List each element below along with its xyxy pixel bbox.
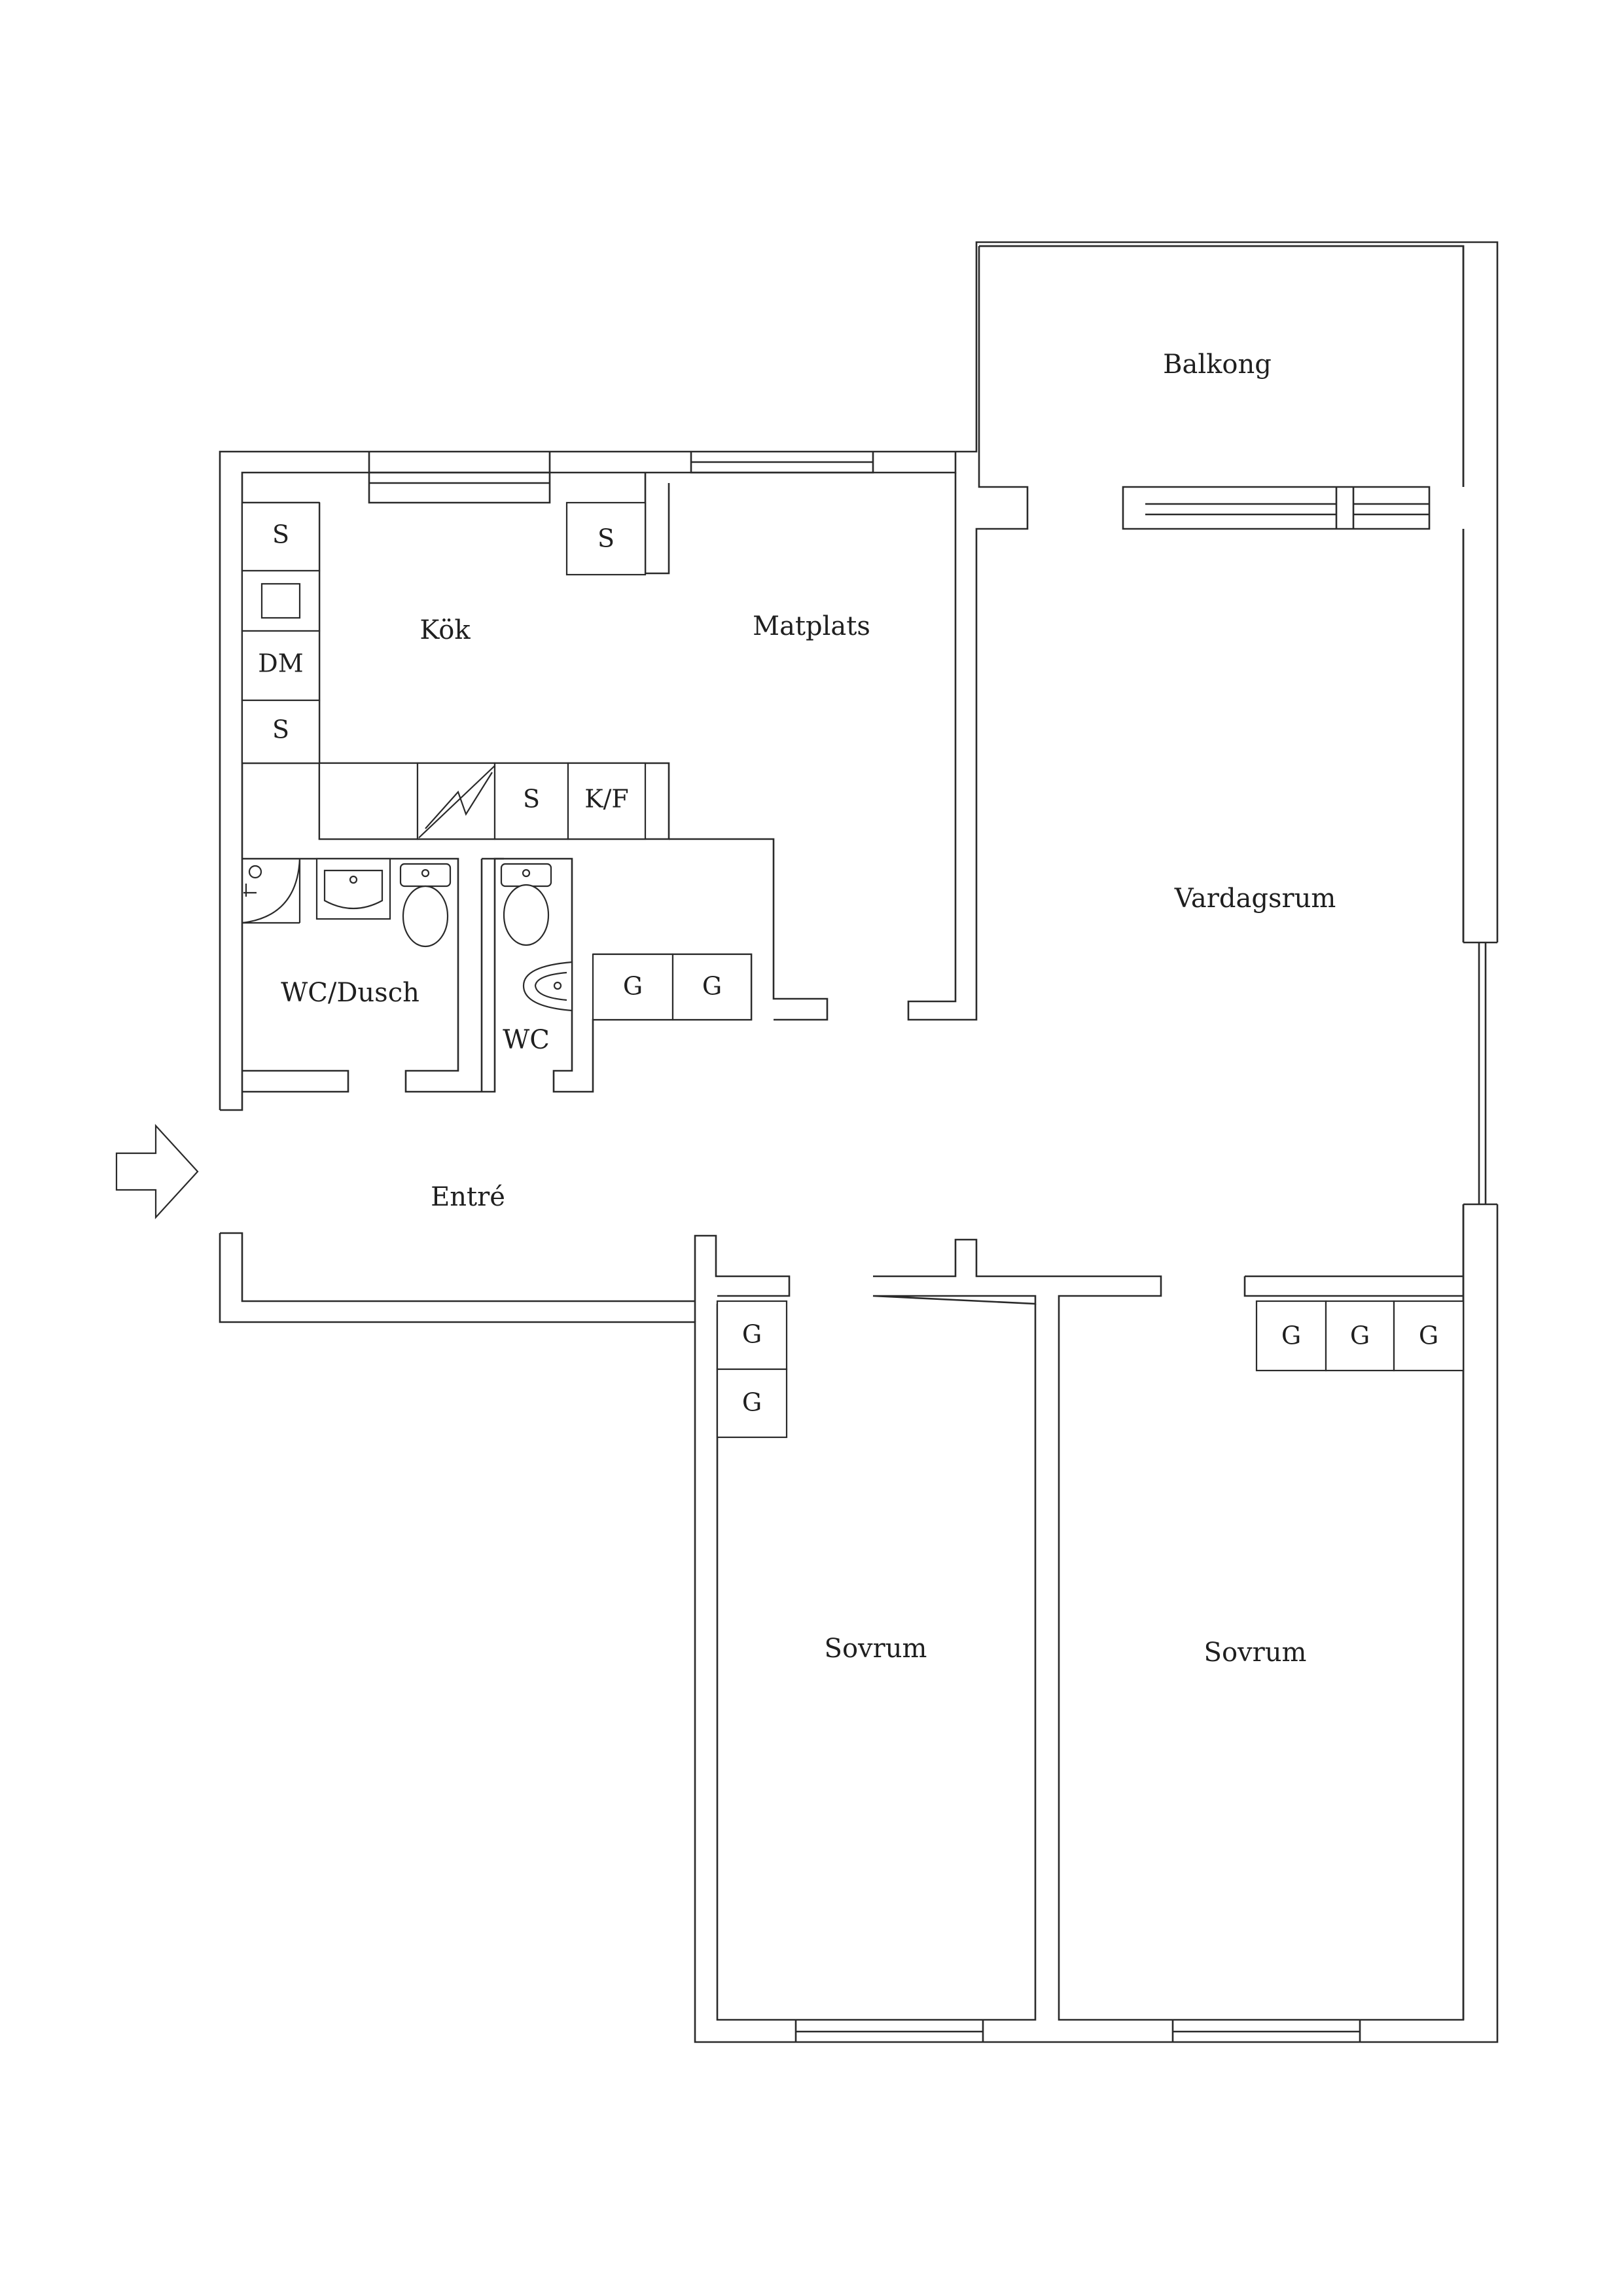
- room-label-vardagsrum: Vardagsrum: [1174, 884, 1336, 914]
- cabinet-label-dm: DM: [258, 649, 303, 678]
- entrance-arrow-icon: [115, 1124, 199, 1219]
- cabinet-label-kf: K/F: [584, 785, 629, 814]
- cabinet-label-g: G: [1350, 1321, 1370, 1350]
- cabinet-label-g: G: [1281, 1321, 1301, 1350]
- cabinet-label-g: G: [1419, 1321, 1438, 1350]
- cabinet-label-g: G: [702, 972, 722, 1001]
- cabinet-label-g: G: [623, 972, 643, 1001]
- sink-icon: [522, 961, 573, 1012]
- oven-icon: [260, 583, 301, 619]
- shower-icon: [241, 858, 301, 924]
- sink-icon: [315, 857, 391, 920]
- room-label-matplats: Matplats: [753, 611, 870, 641]
- room-label-sovrum: Sovrum: [1204, 1638, 1307, 1668]
- room-label-balkong: Balkong: [1163, 350, 1272, 380]
- toilet-icon: [500, 863, 552, 946]
- cabinet-label-s: S: [523, 785, 540, 814]
- room-label-sovrum: Sovrum: [825, 1634, 927, 1664]
- room-label-entre: Entré: [431, 1182, 505, 1212]
- cabinet-label-s: S: [272, 520, 289, 549]
- toilet-icon: [399, 863, 452, 948]
- outer-walls: [213, 241, 1503, 2043]
- stove-icon: [418, 765, 495, 838]
- cabinet-label-s: S: [272, 715, 289, 744]
- cabinet-label-s: S: [597, 524, 615, 553]
- room-label-kok: Kök: [419, 615, 471, 645]
- cabinet-label-g: G: [742, 1320, 762, 1349]
- room-label-wc-dusch: WC/Dusch: [281, 978, 419, 1008]
- kitchen-cabinets: [241, 501, 647, 840]
- room-label-wc: WC: [503, 1025, 550, 1055]
- cabinet-label-g: G: [742, 1388, 762, 1417]
